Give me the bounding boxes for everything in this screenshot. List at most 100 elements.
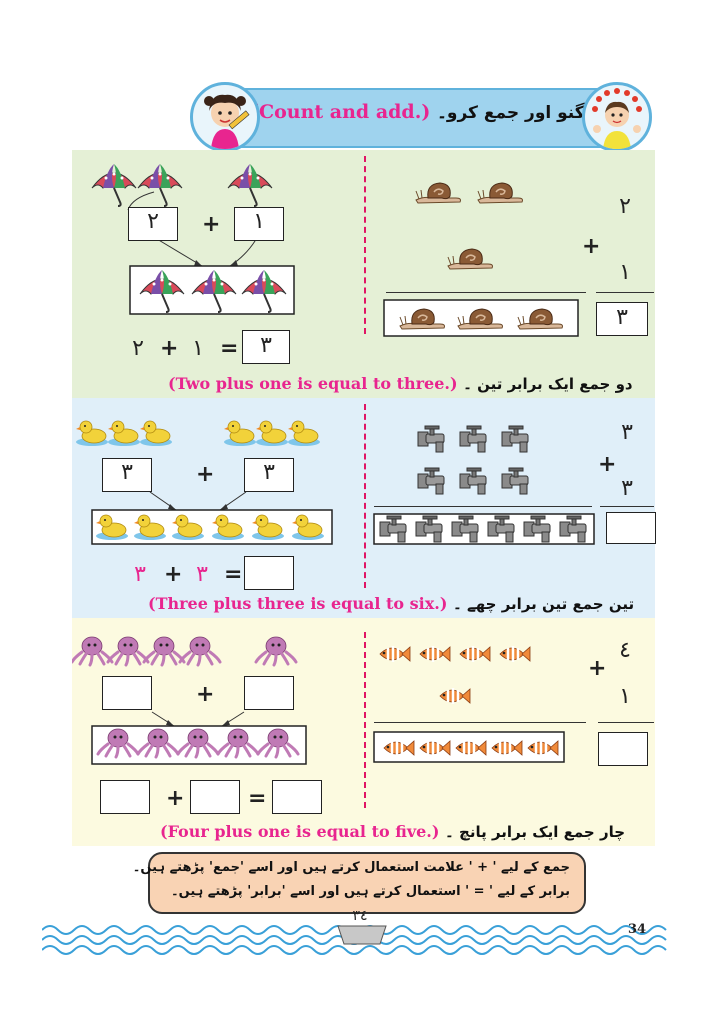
answer-box[interactable] [244, 556, 294, 590]
column-bottom-number: ١ [619, 260, 631, 285]
caption-urdu: دو جمع ایک برابر تین ۔ [463, 375, 633, 393]
snail-icon [447, 248, 494, 270]
fish-icon [498, 644, 532, 664]
fish-icon [458, 644, 492, 664]
column-bottom-number: ٣ [621, 476, 633, 501]
fish-icon [418, 644, 452, 664]
urdu-page-number: ٣٤ [352, 908, 368, 924]
snail-icon [477, 182, 524, 204]
number-one: ١ [253, 209, 265, 234]
girl-with-pencil-avatar [190, 82, 260, 152]
duck-icon [287, 420, 321, 447]
answer-box[interactable] [102, 676, 152, 710]
page-title: (Count and add.) گنو اور جمع کرو۔ [250, 101, 585, 123]
answer-box[interactable] [100, 780, 150, 814]
caption-english: (Two plus one is equal to three.) [168, 374, 458, 393]
tap-icon [459, 467, 487, 495]
column-bottom-number: ١ [619, 684, 631, 709]
sum-line [386, 292, 586, 293]
octopus-icon [72, 635, 114, 667]
tap-icon [459, 425, 487, 453]
plus-sign: + [598, 452, 617, 477]
result-box [242, 330, 290, 364]
number-two: ٢ [147, 209, 159, 234]
number-box [234, 207, 284, 241]
section1-illustrations [91, 163, 579, 337]
fish-icon [438, 686, 472, 706]
girl-waving-avatar [582, 82, 652, 152]
answer-box[interactable] [244, 676, 294, 710]
eq-term-a: ٢ [132, 336, 144, 361]
page-number: 34 [628, 922, 647, 937]
tap-icon [417, 425, 445, 453]
answer-box[interactable] [598, 732, 648, 766]
sum-line [600, 506, 654, 507]
urdu-title: گنو اور جمع کرو۔ [436, 103, 585, 123]
sum-line [374, 506, 592, 507]
section2-caption: (Three plus three is equal to six.) تین … [148, 594, 634, 613]
plus-sign: + [164, 562, 183, 587]
duck-icon [107, 420, 141, 447]
column-top-number: ٢ [619, 194, 631, 219]
umbrella-icon [91, 163, 137, 207]
duck-icon [75, 420, 109, 447]
answer-box[interactable] [190, 780, 240, 814]
sum-line [596, 292, 654, 293]
plus-sign: + [588, 656, 607, 681]
caption-urdu: چار جمع ایک برابر پانچ ۔ [445, 823, 626, 841]
eq-term-a: ٣ [134, 562, 146, 587]
snail-icon [415, 182, 462, 204]
duck-icon [223, 420, 257, 447]
eq-result: ٣ [260, 333, 272, 358]
section3-caption: (Four plus one is equal to five.) چار جم… [160, 822, 625, 841]
number-box [128, 207, 178, 241]
octopus-icon [178, 635, 222, 667]
column-result: ٣ [616, 305, 628, 330]
tap-icon [501, 467, 529, 495]
answer-box[interactable] [606, 512, 656, 544]
plus-sign: + [202, 212, 221, 237]
number-box [102, 458, 152, 492]
note-line-plus: جمع کے لیے ' + ' علامت استعمال کرتے ہیں … [132, 860, 570, 875]
equals-sign: = [224, 562, 243, 587]
fish-icon [378, 644, 412, 664]
number-box [244, 458, 294, 492]
answer-box[interactable] [272, 780, 322, 814]
number-three: ٣ [263, 460, 275, 485]
result-box [596, 302, 648, 336]
tap-icon [417, 467, 445, 495]
octopus-icon [254, 635, 298, 667]
plus-sign: + [196, 682, 215, 707]
sum-line [374, 722, 586, 723]
umbrella-icon [227, 163, 273, 207]
octopus-icon [142, 635, 186, 667]
section1-caption: (Two plus one is equal to three.) دو جمع… [168, 374, 633, 393]
section3-illustrations [72, 635, 565, 765]
tap-icon [501, 425, 529, 453]
equals-sign: = [220, 336, 239, 361]
plus-sign: + [160, 336, 179, 361]
english-title: (Count and add.) [250, 101, 431, 123]
note-line-equals: برابر کے لیے ' = ' استعمال کرتے ہیں اور … [171, 884, 570, 899]
section-divider [364, 404, 366, 588]
plus-sign: + [582, 234, 601, 259]
column-top-number: ٤ [619, 638, 631, 663]
section-divider [364, 156, 366, 334]
header-banner [218, 88, 610, 148]
caption-english: (Three plus three is equal to six.) [148, 594, 448, 613]
caption-english: (Four plus one is equal to five.) [160, 822, 440, 841]
equals-sign: = [248, 786, 267, 811]
sum-line [598, 722, 654, 723]
umbrella-icon [137, 163, 183, 207]
plus-sign: + [166, 786, 185, 811]
wave-border [42, 925, 667, 955]
eq-term-b: ٣ [196, 562, 208, 587]
caption-urdu: تین جمع تین برابر چھے ۔ [452, 595, 635, 613]
note-box: جمع کے لیے ' + ' علامت استعمال کرتے ہیں … [133, 852, 586, 914]
section2-illustrations [75, 420, 595, 545]
eq-term-b: ١ [192, 336, 204, 361]
duck-icon [255, 420, 289, 447]
plus-sign: + [196, 462, 215, 487]
number-three: ٣ [121, 460, 133, 485]
section-divider [364, 632, 366, 808]
